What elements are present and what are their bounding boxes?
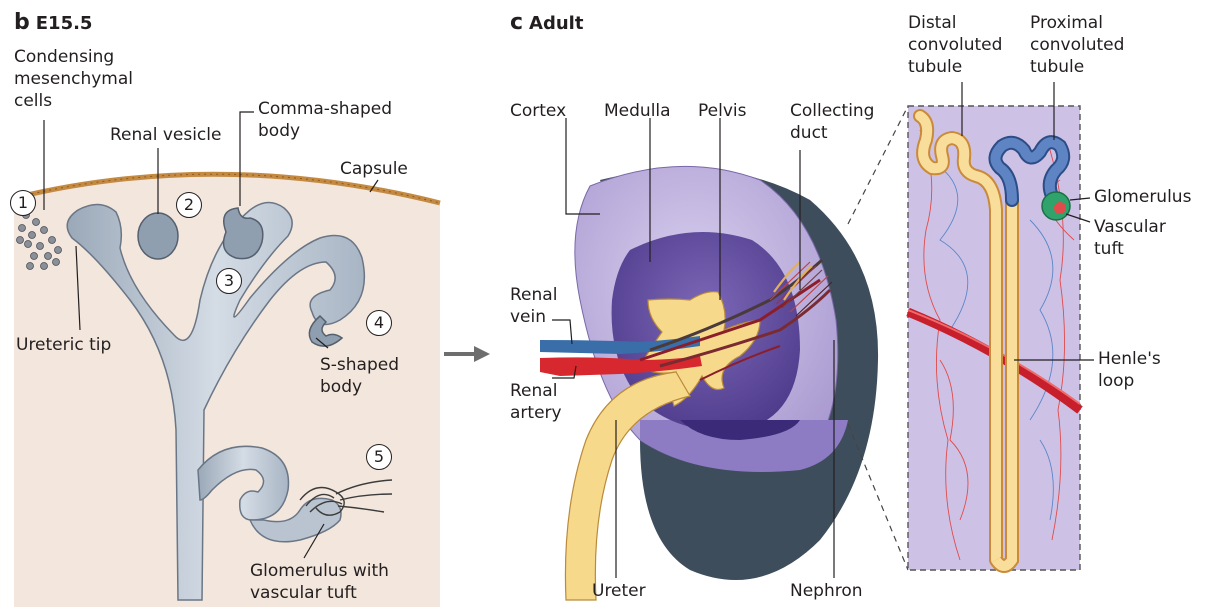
- panel-c-artwork: [540, 106, 908, 600]
- panel-b-title: b E15.5: [14, 10, 92, 35]
- label-renal-artery: Renal artery: [510, 380, 562, 424]
- label-comma-shaped-body: Comma-shaped body: [258, 98, 392, 142]
- label-proximal-convoluted-tubule: Proximal convoluted tubule: [1030, 12, 1124, 78]
- label-nephron: Nephron: [790, 580, 863, 602]
- label-renal-vesicle: Renal vesicle: [110, 124, 221, 146]
- panel-c-stage: Adult: [529, 13, 583, 34]
- label-condensing-mesenchymal-cells: Condensing mesenchymal cells: [14, 46, 133, 112]
- step-4-marker: 4: [366, 310, 392, 336]
- label-cortex: Cortex: [510, 100, 566, 122]
- label-capsule: Capsule: [340, 158, 408, 180]
- label-vascular-tuft: Vascular tuft: [1094, 216, 1166, 260]
- label-s-shaped-body: S-shaped body: [320, 354, 399, 398]
- panel-c-title: c Adult: [510, 10, 583, 35]
- nephron-inset: [908, 82, 1094, 570]
- panel-c-letter: c: [510, 10, 523, 35]
- step-2-marker: 2: [176, 192, 202, 218]
- label-glomerulus-with-vascular-tuft: Glomerulus with vascular tuft: [250, 560, 389, 604]
- label-glomerulus: Glomerulus: [1094, 186, 1191, 208]
- step-3-marker: 3: [216, 268, 242, 294]
- label-distal-convoluted-tubule: Distal convoluted tubule: [908, 12, 1002, 78]
- panel-b-stage: E15.5: [36, 13, 93, 34]
- step-1-marker: 1: [10, 190, 36, 216]
- step-5-marker: 5: [366, 444, 392, 470]
- label-renal-vein: Renal vein: [510, 284, 557, 328]
- label-ureteric-tip: Ureteric tip: [16, 334, 111, 356]
- panel-b-letter: b: [14, 10, 30, 35]
- label-henles-loop: Henle's loop: [1098, 348, 1161, 392]
- renal-vesicle: [138, 213, 178, 259]
- label-ureter: Ureter: [592, 580, 646, 602]
- progression-arrow: [444, 346, 490, 362]
- label-pelvis: Pelvis: [698, 100, 746, 122]
- label-medulla: Medulla: [604, 100, 671, 122]
- label-collecting-duct: Collecting duct: [790, 100, 874, 144]
